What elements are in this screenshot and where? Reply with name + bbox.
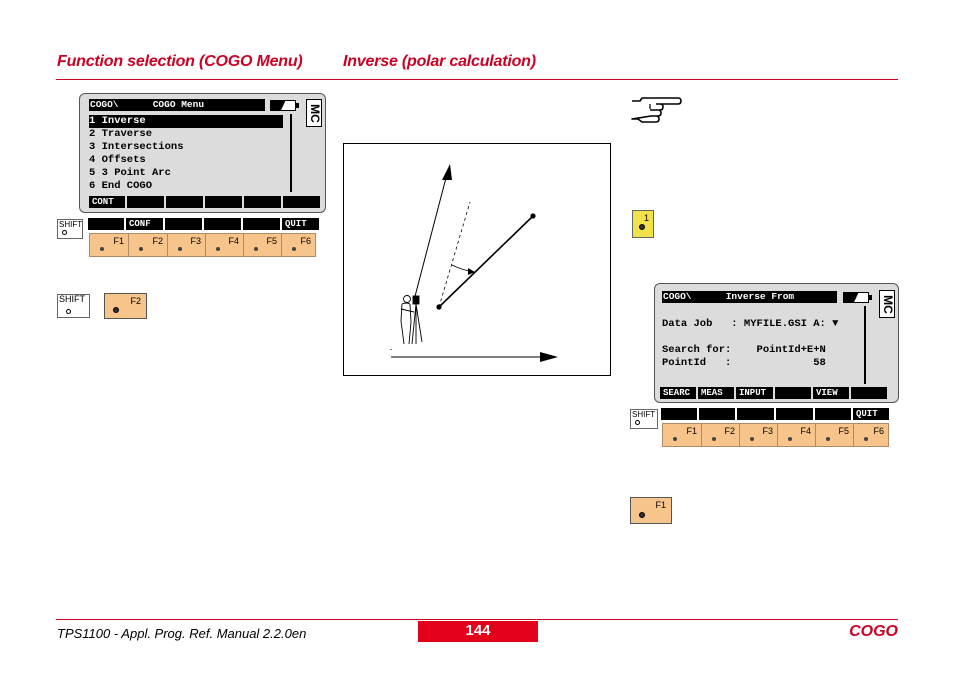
softkey-input[interactable]: INPUT: [736, 387, 773, 399]
menu-item-end-cogo[interactable]: 6 End COGO: [89, 180, 153, 192]
manual-title: TPS1100 - Appl. Prog. Ref. Manual 2.2.0e…: [57, 626, 307, 641]
shift2-softkey-5[interactable]: [815, 408, 851, 420]
f2-key-2[interactable]: F2: [701, 423, 740, 447]
reference-dashed-line: [438, 201, 471, 308]
shift-softkey-conf[interactable]: CONF: [126, 218, 163, 230]
f1-key-single[interactable]: F1: [630, 497, 672, 524]
point-from: [436, 304, 442, 310]
softkey-bar: SEARC MEAS INPUT VIEW: [660, 387, 887, 399]
softkey-5[interactable]: [244, 196, 281, 208]
softkey-3[interactable]: [166, 196, 203, 208]
menu-item-intersections[interactable]: 3 Intersections: [89, 141, 184, 153]
softkey-meas[interactable]: MEAS: [698, 387, 734, 399]
shift2-softkey-3[interactable]: [737, 408, 774, 420]
shift2-softkey-1[interactable]: [661, 408, 697, 420]
search-for-field[interactable]: Search for: PointId+E+N: [662, 344, 826, 356]
f3-key[interactable]: F3: [167, 233, 206, 257]
shift-softkey-quit[interactable]: QUIT: [282, 218, 319, 230]
screen-divider: [290, 114, 292, 192]
point-id-field[interactable]: PointId : 58: [662, 357, 826, 369]
f1-key[interactable]: F1: [89, 233, 129, 257]
numeric-key-1[interactable]: 1: [632, 210, 654, 238]
softkey-6[interactable]: [283, 196, 320, 208]
softkey-4[interactable]: [775, 387, 811, 399]
header-rule: [56, 79, 898, 80]
mode-badge: MC: [879, 290, 895, 318]
hand-pointer-icon: [630, 95, 682, 125]
menu-item-traverse[interactable]: 2 Traverse: [89, 128, 153, 140]
function-key-row: F1 F2 F3 F4 F5 F6: [89, 233, 316, 257]
shift2-softkey-2[interactable]: [699, 408, 735, 420]
section-title-left: Function selection (COGO Menu): [57, 53, 303, 70]
softkey-6[interactable]: [851, 387, 887, 399]
screen-divider: [864, 306, 866, 384]
polar-diagram: [343, 143, 611, 376]
f4-key[interactable]: F4: [205, 233, 244, 257]
f5-key-2[interactable]: F5: [815, 423, 854, 447]
screen-title: COGO\ Inverse From: [662, 291, 837, 303]
shift2-softkey-4[interactable]: [776, 408, 813, 420]
function-key-row-2: F1 F2 F3 F4 F5 F6: [662, 423, 889, 447]
f5-key[interactable]: F5: [243, 233, 282, 257]
softkey-bar: CONT: [89, 196, 320, 208]
page-number: 144: [418, 621, 538, 642]
inverse-from-screen: COGO\ Inverse From MC Data Job : MYFILE.…: [654, 283, 899, 403]
shift-key[interactable]: SHIFT: [57, 219, 83, 239]
menu-item-offsets[interactable]: 4 Offsets: [89, 154, 146, 166]
softkey-4[interactable]: [205, 196, 242, 208]
data-job-field[interactable]: Data Job : MYFILE.GSI A: ▼: [662, 318, 839, 330]
shift-softkey-3[interactable]: [165, 218, 202, 230]
menu-item-inverse[interactable]: 1 Inverse: [89, 115, 283, 128]
shift2-softkey-quit[interactable]: QUIT: [853, 408, 889, 420]
cogo-menu-screen: COGO\ COGO Menu MC 1 Inverse 2 Traverse …: [79, 93, 326, 213]
f3-key-2[interactable]: F3: [739, 423, 778, 447]
inverse-line: [438, 215, 534, 308]
softkey-2[interactable]: [127, 196, 164, 208]
surveyor-figure: [400, 295, 423, 345]
f6-key-2[interactable]: F6: [853, 423, 889, 447]
shift-softkey-4[interactable]: [204, 218, 241, 230]
shift-softkey-bar-2: QUIT: [661, 408, 889, 420]
softkey-cont[interactable]: CONT: [89, 196, 125, 208]
softkey-searc[interactable]: SEARC: [660, 387, 696, 399]
menu-item-3-point-arc[interactable]: 5 3 Point Arc: [89, 167, 171, 179]
battery-icon: [270, 100, 299, 111]
north-axis-line: [412, 173, 448, 305]
footer-rule: [56, 619, 898, 620]
f2-key[interactable]: F2: [128, 233, 168, 257]
f4-key-2[interactable]: F4: [777, 423, 816, 447]
f2-key-combo[interactable]: F2: [104, 293, 147, 319]
mode-badge: MC: [306, 99, 322, 127]
polar-diagram-svg: [390, 164, 558, 362]
shift-softkey-1[interactable]: [88, 218, 124, 230]
north-axis-arrow: [442, 164, 452, 180]
east-axis-arrow: [540, 352, 558, 362]
shift-key-2[interactable]: SHIFT: [630, 409, 658, 429]
section-name: COGO: [849, 623, 898, 640]
f6-key[interactable]: F6: [281, 233, 316, 257]
section-title-right: Inverse (polar calculation): [343, 53, 536, 70]
battery-icon: [843, 292, 872, 303]
softkey-view[interactable]: VIEW: [813, 387, 849, 399]
shift-softkey-bar: CONF QUIT: [88, 218, 319, 230]
shift-softkey-5[interactable]: [243, 218, 280, 230]
f1-key-2[interactable]: F1: [662, 423, 702, 447]
point-to: [530, 213, 536, 219]
screen-title: COGO\ COGO Menu: [89, 99, 265, 111]
shift-key-combo[interactable]: SHIFT: [57, 294, 90, 318]
